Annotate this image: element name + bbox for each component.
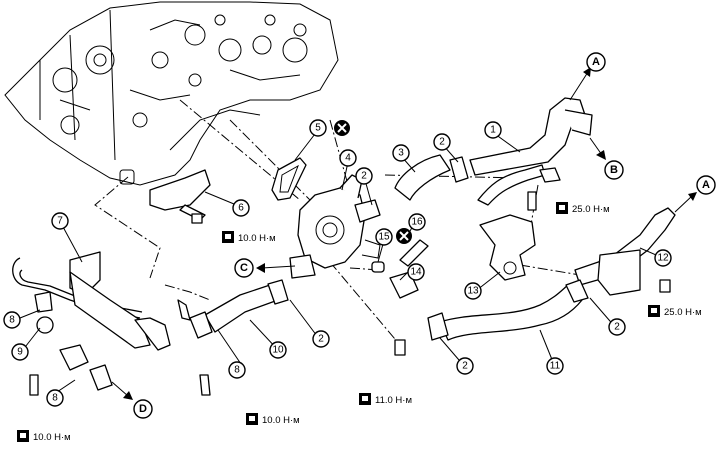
torque-spec-3: 25.0 Н·м [648, 305, 702, 318]
callout-5: 5 [309, 119, 327, 137]
svg-text:D: D [139, 403, 147, 415]
callout-8-a: 8 [3, 311, 21, 329]
direction-c: C [234, 258, 254, 278]
pipe-bracket-7 [12, 251, 171, 351]
wrench-box-icon [17, 430, 29, 442]
x-circle-icon [334, 120, 350, 136]
svg-text:5: 5 [315, 123, 321, 134]
torque-spec-4: 11.0 Н·м [359, 393, 412, 406]
callout-1: 1 [484, 121, 502, 139]
svg-text:10.0 Н·м: 10.0 Н·м [33, 432, 71, 443]
svg-text:14: 14 [410, 267, 422, 278]
svg-text:2: 2 [361, 171, 367, 182]
svg-text:8: 8 [234, 365, 240, 376]
torque-spec-5: 10.0 Н·м [246, 413, 300, 426]
callout-13: 13 [464, 282, 482, 300]
wrench-box-icon [222, 231, 234, 243]
callout-10: 10 [269, 341, 287, 359]
wrench-box-icon [359, 393, 371, 405]
hose-3 [394, 154, 469, 201]
engine-block [4, 1, 339, 186]
small-parts [34, 239, 429, 391]
torque-spec-2: 10.0 Н·м [222, 231, 276, 244]
svg-text:A: A [702, 179, 710, 191]
svg-text:2: 2 [462, 361, 468, 372]
wrench-box-icon [246, 413, 258, 425]
svg-text:11.0 Н·м: 11.0 Н·м [375, 395, 412, 406]
svg-text:16: 16 [411, 217, 423, 228]
torque-spec-6: 10.0 Н·м [17, 430, 71, 443]
callout-15: 15 [375, 228, 393, 246]
svg-text:A: A [592, 56, 600, 68]
thermostat-housing-4 [289, 174, 381, 279]
svg-text:B: B [610, 164, 618, 176]
wrench-box-icon [648, 305, 660, 317]
bolts [29, 191, 671, 396]
callout-7: 7 [51, 212, 69, 230]
svg-text:15: 15 [378, 232, 390, 243]
svg-text:12: 12 [657, 253, 669, 264]
hose-10 [189, 279, 289, 339]
svg-text:C: C [240, 262, 248, 274]
torque-spec-1: 25.0 Н·м [556, 202, 610, 215]
callout-14: 14 [407, 263, 425, 281]
svg-text:13: 13 [467, 286, 479, 297]
wrench-box-icon [556, 202, 568, 214]
bracket-6 [149, 169, 211, 224]
svg-text:10.0 Н·м: 10.0 Н·м [238, 233, 276, 244]
callout-2-a: 2 [433, 133, 451, 151]
svg-text:8: 8 [52, 393, 58, 404]
callout-2-d: 2 [456, 357, 474, 375]
pipe-1 [469, 97, 593, 206]
gasket-5 [271, 157, 307, 201]
svg-text:25.0 Н·м: 25.0 Н·м [664, 307, 702, 318]
callout-4: 4 [339, 149, 357, 167]
svg-text:8: 8 [9, 315, 15, 326]
callout-16: 16 [408, 213, 426, 231]
callout-11: 11 [546, 357, 564, 375]
svg-text:10: 10 [272, 345, 284, 356]
callout-8-c: 8 [228, 361, 246, 379]
svg-text:7: 7 [57, 216, 63, 227]
callout-2-c: 2 [312, 330, 330, 348]
callout-8-b: 8 [46, 389, 64, 407]
direction-a-top: A [586, 52, 606, 72]
direction-arrows [111, 67, 697, 400]
svg-text:6: 6 [238, 203, 244, 214]
direction-b: B [604, 160, 624, 180]
svg-text:2: 2 [318, 334, 324, 345]
svg-text:10.0 Н·м: 10.0 Н·м [262, 415, 300, 426]
hose-11 [427, 279, 589, 341]
svg-text:9: 9 [17, 347, 23, 358]
callout-6: 6 [232, 199, 250, 217]
callout-2-e: 2 [608, 318, 626, 336]
bracket-13 [479, 214, 536, 281]
svg-text:3: 3 [398, 148, 404, 159]
direction-a-right: A [696, 175, 716, 195]
callout-3: 3 [392, 144, 410, 162]
svg-text:2: 2 [614, 322, 620, 333]
svg-text:4: 4 [345, 153, 351, 164]
callout-12: 12 [654, 249, 672, 267]
callout-9: 9 [11, 343, 29, 361]
pipe-12 [574, 207, 676, 296]
direction-d: D [133, 399, 153, 419]
svg-text:11: 11 [550, 361, 561, 372]
svg-text:2: 2 [439, 137, 445, 148]
svg-text:1: 1 [490, 125, 496, 136]
x-circle-icon [396, 228, 412, 244]
callout-2-b: 2 [355, 167, 373, 185]
svg-text:25.0 Н·м: 25.0 Н·м [572, 204, 610, 215]
